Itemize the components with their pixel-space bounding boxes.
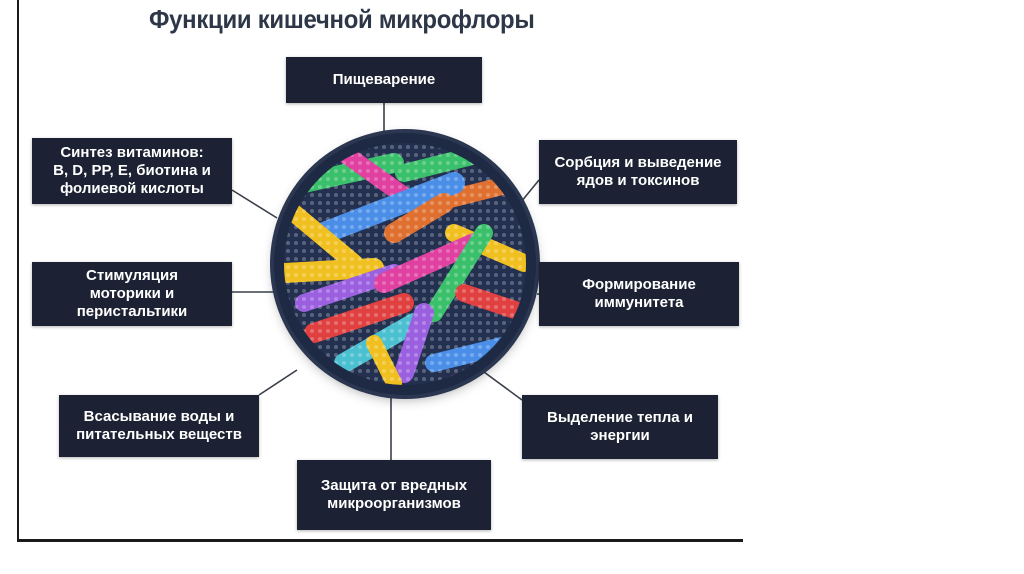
slide-frame: Функции кишечной микрофлоры: [17, 0, 743, 542]
bacteria-icon: [284, 143, 526, 385]
function-box-vitamins: Синтез витаминов: B, D, PP, E, биотина и…: [32, 138, 232, 204]
connector-vitamins: [231, 189, 278, 219]
function-box-absorption: Всасывание воды и питательных веществ: [59, 395, 259, 457]
function-box-heat: Выделение тепла и энергии: [522, 395, 718, 459]
bacteria-circle: [274, 133, 536, 395]
connector-absorption: [258, 369, 298, 396]
diagram-title: Функции кишечной микрофлоры: [149, 4, 535, 34]
connector-lines: [231, 103, 540, 460]
function-box-motility: Стимуляция моторики и перистальтики: [32, 262, 232, 326]
bacteria-illustration: [284, 143, 526, 385]
function-box-protection: Защита от вредных микроорганизмов: [297, 460, 491, 530]
connector-heat: [483, 371, 523, 401]
function-box-sorption: Сорбция и выведение ядов и токсинов: [539, 140, 737, 204]
function-box-immunity: Формирование иммунитета: [539, 262, 739, 326]
function-box-digestion: Пищеварение: [286, 57, 482, 103]
